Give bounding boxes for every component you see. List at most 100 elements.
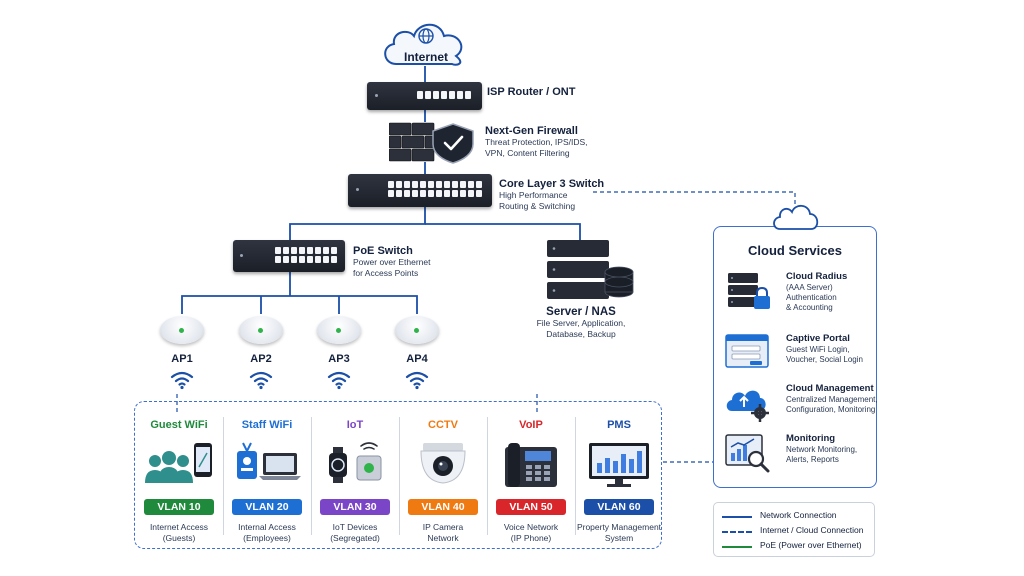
vlan-desc: Voice Network (IP Phone) xyxy=(487,522,575,544)
vlan-desc-line: Internal Access xyxy=(238,522,296,532)
vlan-desc: Internal Access (Employees) xyxy=(223,522,311,544)
vlan-desc: Property Management System xyxy=(575,522,663,544)
wifi-icon xyxy=(405,371,429,390)
vlan-desc-line: (Segregated) xyxy=(330,533,380,543)
vlan-divider xyxy=(487,417,488,535)
vlan-divider xyxy=(223,417,224,535)
cloud-service-desc: Guest WiFi Login, Voucher, Social Login xyxy=(786,345,863,365)
cloud-service-item: Cloud Management Centralized Management,… xyxy=(724,383,878,423)
camera-icon xyxy=(420,443,466,484)
cloud-service-desc: (AAA Server) Authentication & Accounting xyxy=(786,283,837,313)
legend-line-dashed xyxy=(722,531,752,533)
vlan-badge: VLAN 10 xyxy=(144,499,214,515)
firewall-icon xyxy=(388,122,474,164)
cloud-service-title: Monitoring xyxy=(786,433,836,444)
cloud-gear-icon xyxy=(726,390,769,422)
server-desc-line: Database, Backup xyxy=(546,328,616,339)
vlan-voip: VoIP VLAN 50 Voice Network (IP Phone) xyxy=(487,402,575,550)
cloud-service-title: Cloud Management xyxy=(786,383,874,394)
internet-cloud: Internet xyxy=(378,14,474,70)
firewall xyxy=(388,122,479,164)
ap-label: AP1 xyxy=(171,353,193,365)
vlan-desc: IoT Devices (Segregated) xyxy=(311,522,399,544)
server-desc-line: File Server, Application, xyxy=(536,318,626,328)
badge-laptop-icon xyxy=(237,442,301,480)
poe-switch-title: PoE Switch xyxy=(353,245,413,257)
isp-router xyxy=(367,82,482,110)
firewall-desc-line: Threat Protection, IPS/IDS, xyxy=(485,137,588,147)
vlan-panel: Guest WiFi VLAN 10 Internet Access (Gues… xyxy=(134,401,662,549)
vlan-title: PMS xyxy=(607,419,631,431)
cloud-service-title: Captive Portal xyxy=(786,333,850,344)
vlan-title: VoIP xyxy=(519,419,543,431)
wifi-icon xyxy=(170,371,194,390)
poe-switch-desc-line: for Access Points xyxy=(353,267,419,278)
vlan-title: IoT xyxy=(346,419,364,431)
cloud-service-desc-line: (AAA Server) xyxy=(786,283,833,292)
cloud-service-desc-line: Network Monitoring, xyxy=(786,445,858,454)
core-switch-desc-line: High Performance xyxy=(499,190,568,200)
cloud-service-desc-line: Authentication xyxy=(786,293,837,302)
watch-sensor-icon xyxy=(329,442,382,483)
firewall-label: Next-Gen Firewall Threat Protection, IPS… xyxy=(485,125,588,158)
cloud-service-desc: Centralized Management, Configuration, M… xyxy=(786,395,878,415)
legend-item: Internet / Cloud Connection xyxy=(722,525,872,537)
legend-label: Network Connection xyxy=(760,510,837,520)
core-switch-title: Core Layer 3 Switch xyxy=(499,178,605,190)
vlan-desc-line: Network xyxy=(427,533,459,543)
users-phone-icon xyxy=(145,443,212,483)
vlan-badge: VLAN 40 xyxy=(408,499,478,515)
vlan-desc: Internet Access (Guests) xyxy=(135,522,223,544)
poe-switch-desc-line: Power over Ethernet xyxy=(353,257,431,267)
vlan-title: Staff WiFi xyxy=(241,419,293,431)
legend-label: Internet / Cloud Connection xyxy=(760,525,864,535)
chart-magnifier-icon xyxy=(725,434,770,473)
server-stack-icon xyxy=(547,240,634,299)
vlan-badge: VLAN 50 xyxy=(496,499,566,515)
cloud-icon xyxy=(384,23,463,66)
cloud-services-panel: Cloud Services Cloud Radius (AAA Server)… xyxy=(713,226,878,488)
vlan-desc-line: Voice Network xyxy=(503,522,559,532)
poe-switch xyxy=(233,240,345,272)
vlan-guest-wifi: Guest WiFi VLAN 10 Internet Access (Gues… xyxy=(135,402,223,550)
ap-label: AP4 xyxy=(406,353,428,365)
legend-line-poe xyxy=(722,546,752,548)
cloud-service-desc-line: Voucher, Social Login xyxy=(786,355,863,364)
vlan-desc-line: (Guests) xyxy=(162,533,196,543)
access-point xyxy=(160,316,204,344)
cloud-services-title: Cloud Services xyxy=(748,243,842,258)
vlan-desc-line: (IP Phone) xyxy=(510,533,552,543)
vlan-desc-line: (Employees) xyxy=(243,533,291,543)
internet-label: Internet xyxy=(403,50,448,64)
vlan-desc-line: System xyxy=(604,533,634,543)
legend-item: Network Connection xyxy=(722,510,872,522)
access-point xyxy=(239,316,283,344)
ip-phone-icon xyxy=(505,443,557,487)
access-point xyxy=(395,316,439,344)
vlan-iot: IoT VLAN 30 IoT Devices (Segregated) xyxy=(311,402,399,550)
vlan-badge: VLAN 30 xyxy=(320,499,390,515)
vlan-desc-line: Internet Access xyxy=(149,522,209,532)
vlan-title: Guest WiFi xyxy=(150,419,208,431)
vlan-staff-wifi: Staff WiFi VLAN 20 Internal Access (Empl… xyxy=(223,402,311,550)
login-window-icon xyxy=(725,334,769,368)
vlan-desc: IP Camera Network xyxy=(399,522,487,544)
cloud-service-desc-line: Centralized Management, xyxy=(786,395,878,404)
server-label: Server / NAS File Server, Application, D… xyxy=(533,306,629,339)
monitor-chart-icon xyxy=(589,443,649,487)
firewall-title: Next-Gen Firewall xyxy=(485,125,578,137)
cloud-service-desc: Network Monitoring, Alerts, Reports xyxy=(786,445,857,465)
core-switch-desc-line: Routing & Switching xyxy=(499,200,576,211)
legend-line-solid xyxy=(722,516,752,518)
cloud-service-item: Monitoring Network Monitoring, Alerts, R… xyxy=(724,433,874,473)
server-title: Server / NAS xyxy=(546,306,616,318)
server-lock-icon xyxy=(728,273,770,309)
cloud-service-desc-line: & Accounting xyxy=(786,303,833,312)
cloud-service-item: Captive Portal Guest WiFi Login, Voucher… xyxy=(724,333,874,373)
ap-label: AP3 xyxy=(328,353,350,365)
legend-item: PoE (Power over Ethernet) xyxy=(722,540,872,552)
vlan-divider xyxy=(399,417,400,535)
vlan-badge: VLAN 20 xyxy=(232,499,302,515)
server-nas xyxy=(545,240,635,304)
